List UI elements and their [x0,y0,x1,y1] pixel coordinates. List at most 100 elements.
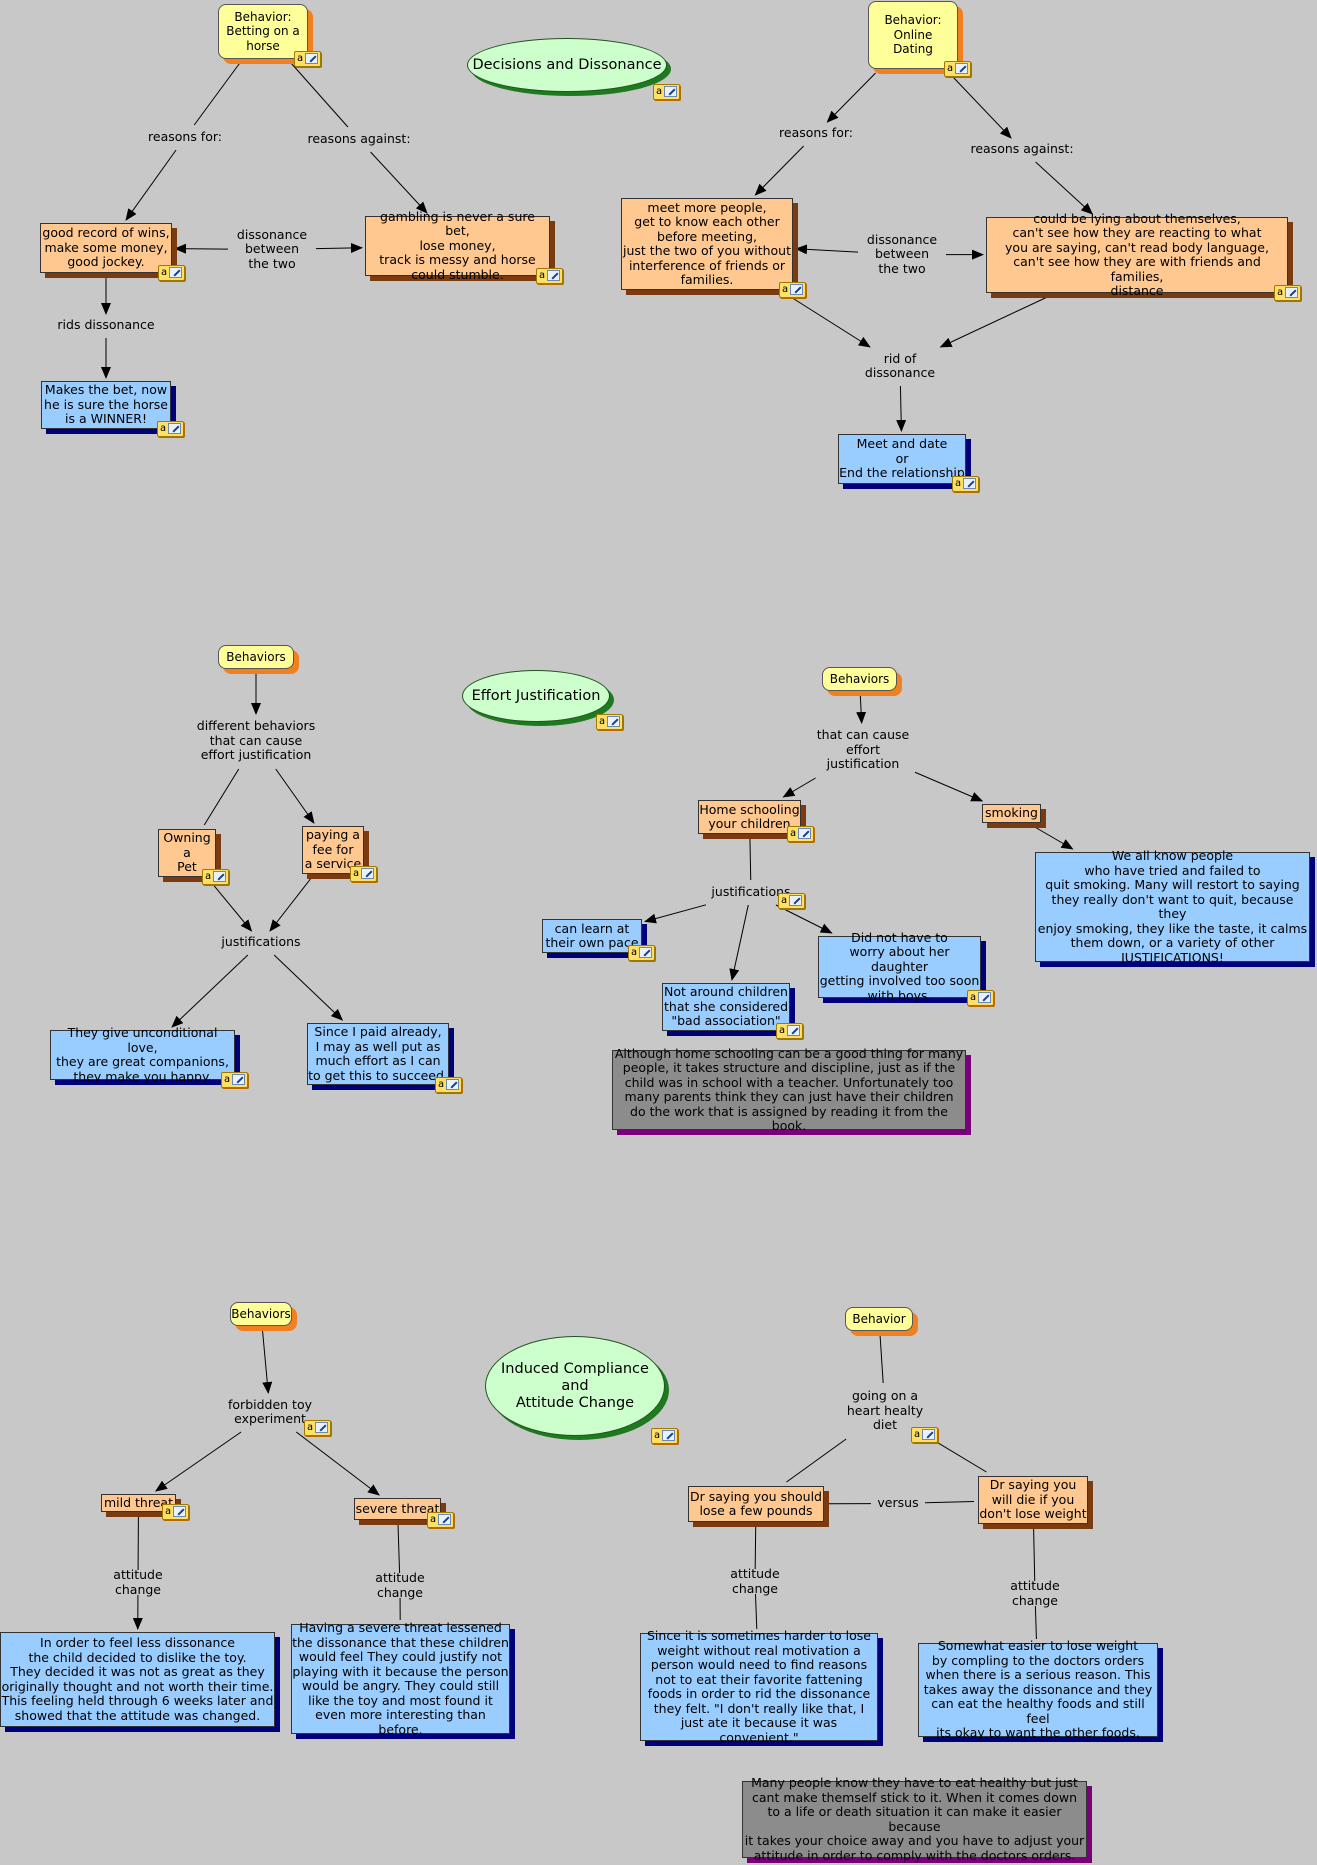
node-dating-for[interactable]: meet more people, get to know each other… [621,198,793,290]
link-ej-diff-to-ej-pet [203,768,240,826]
resource-glyph: a [353,868,360,879]
link-ej-just-to-ej-paid [273,954,344,1021]
resource-link-icon[interactable]: a [536,268,563,284]
node-ic-toy: forbidden toy experiment [222,1396,318,1428]
link-dating-against-to-dating-rid [939,296,1048,348]
node-ej2-pace[interactable]: can learn at their own pace [542,919,642,953]
node-ic-mild[interactable]: mild threat [101,1494,176,1512]
resource-link-icon[interactable]: a [596,714,623,730]
resource-link-icon[interactable]: a [651,1428,678,1444]
node-ic-title[interactable]: Induced Compliance and Attitude Change [485,1336,665,1436]
resource-glyph: a [539,270,546,281]
resource-glyph: a [631,947,638,958]
resource-link-icon[interactable]: a [778,893,805,909]
node-ic2-few[interactable]: Dr saying you should lose a few pounds [688,1486,824,1522]
node-ej2-around[interactable]: Not around children that she considered … [662,983,790,1031]
resource-glyph: a [161,267,168,278]
node-horse-rids: rids dissonance [56,317,156,334]
node-ej-beh[interactable]: Behaviors [218,645,294,669]
node-ic2-beh[interactable]: Behavior [845,1307,913,1331]
resource-glyph: a [781,895,788,906]
resource-link-icon[interactable]: a [157,421,184,437]
node-ej2-cause: that can cause effort justification [815,726,911,774]
resource-link-icon[interactable]: a [967,990,994,1006]
node-dating[interactable]: Behavior: Online Dating [868,1,958,69]
node-horse-result[interactable]: Makes the bet, now he is sure the horse … [41,381,171,429]
resource-link-icon[interactable]: a [202,869,229,885]
node-horse-against[interactable]: gambling is never a sure bet, lose money… [365,209,550,282]
pencil-icon [955,63,968,74]
resource-glyph: a [970,992,977,1003]
link-ic2-att1-to-ic2-few-res [754,1593,758,1630]
link-dating-to-dating-against-lbl [948,72,1012,139]
node-ej2-quit[interactable]: We all know people who have tried and fa… [1035,848,1310,964]
resource-glyph: a [165,1506,172,1517]
link-ej2-just-to-ej2-pace [644,904,707,924]
link-ic2-few-to-ic2-att1 [754,1525,757,1570]
node-ej2-worry[interactable]: Did not have to worry about her daughter… [818,929,981,1003]
resource-link-icon[interactable]: a [158,265,185,281]
node-ic2-note[interactable]: Many people know they have to eat health… [742,1775,1087,1862]
node-ej-diff: different behaviors that can cause effor… [194,717,318,765]
node-dating-result[interactable]: Meet and date or End the relationship [838,434,966,484]
link-ic-beh-to-ic-toy [261,1329,273,1394]
node-ic-severe[interactable]: severe threat [354,1498,441,1520]
link-ej-pet-to-ej-just [209,880,253,932]
resource-link-icon[interactable]: a [952,476,979,492]
node-ej-title[interactable]: Effort Justification [462,670,610,722]
node-ej-paid[interactable]: Since I paid already, I may as well put … [307,1023,449,1085]
resource-link-icon[interactable]: a [162,1504,189,1520]
node-ej-love[interactable]: They give unconditional love, they are g… [50,1025,235,1083]
pencil-icon [315,1422,328,1433]
resource-link-icon[interactable]: a [294,51,321,67]
node-ic-severe-res[interactable]: Having a severe threat lessened the diss… [291,1620,510,1737]
resource-link-icon[interactable]: a [628,945,655,961]
node-dating-against[interactable]: could be lying about themselves, can't s… [986,211,1288,298]
resource-link-icon[interactable]: a [350,866,377,882]
resource-link-icon[interactable]: a [911,1427,938,1443]
link-ej2-home-to-ej2-just [749,837,752,881]
node-ic-beh[interactable]: Behaviors [230,1302,292,1326]
link-dating-diss-to-dating-for [795,244,859,255]
node-ic2-att1: attitude change [705,1566,805,1595]
resource-link-icon[interactable]: a [1274,285,1301,301]
node-ic-mild-res[interactable]: In order to feel less dissonance the chi… [0,1632,275,1727]
link-ic2-diet-to-ic2-die [928,1437,987,1473]
pencil-icon [639,947,652,958]
node-ej2-home[interactable]: Home schooling your children [698,800,801,834]
node-ej2-note[interactable]: Although home schooling can be a good th… [612,1046,966,1133]
node-horse-for[interactable]: good record of wins, make some money, go… [40,223,172,273]
node-ic2-diet: going on a heart healty diet [845,1387,925,1435]
pencil-icon [662,1430,675,1441]
link-horse-for-lbl-to-horse-for [125,149,177,221]
node-ic2-die[interactable]: Dr saying you will die if you don't lose… [978,1476,1088,1524]
node-horse[interactable]: Behavior: Betting on a horse [218,4,308,59]
resource-glyph: a [307,1422,314,1433]
node-ej2-beh[interactable]: Behaviors [822,667,897,691]
pencil-icon [790,284,803,295]
pencil-icon [664,86,677,97]
pencil-icon [798,828,811,839]
link-ic2-diet-to-ic2-few [786,1438,847,1483]
resource-link-icon[interactable]: a [427,1512,454,1528]
resource-link-icon[interactable]: a [944,61,971,77]
link-dating-rid-to-dating-result [896,385,907,432]
pencil-icon [607,716,620,727]
link-ic-toy-to-ic-mild [155,1431,242,1492]
resource-link-icon[interactable]: a [779,282,806,298]
node-ic2-few-res[interactable]: Since it is sometimes harder to lose wei… [640,1628,878,1744]
pencil-icon [305,53,318,64]
resource-link-icon[interactable]: a [787,826,814,842]
resource-link-icon[interactable]: a [304,1420,331,1436]
node-dd-title[interactable]: Decisions and Dissonance [467,38,667,92]
node-ej2-smoke[interactable]: smoking [982,804,1041,823]
link-ej2-beh-to-ej2-cause [856,694,867,724]
node-ic2-die-res[interactable]: Somewhat easier to lose weight by compli… [918,1639,1158,1740]
pencil-icon [361,868,374,879]
resource-link-icon[interactable]: a [776,1023,803,1039]
resource-link-icon[interactable]: a [221,1072,248,1088]
resource-link-icon[interactable]: a [435,1077,462,1093]
link-ic2-die-to-ic2-att2 [1033,1527,1036,1582]
resource-link-icon[interactable]: a [653,84,680,100]
